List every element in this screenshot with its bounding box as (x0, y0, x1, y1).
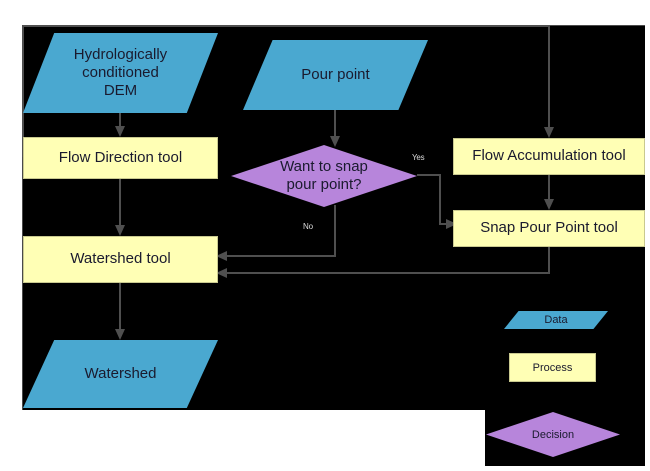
node-label: Snap Pour Point tool (480, 219, 618, 237)
legend-label: Data (544, 314, 568, 326)
legend-item-data: Data (504, 311, 608, 329)
node-watershed[interactable]: Watershed (23, 340, 218, 408)
node-flow-accumulation-tool[interactable]: Flow Accumulation tool (453, 138, 645, 175)
node-hydrologically-conditioned-dem[interactable]: Hydrologically conditioned DEM (23, 33, 218, 113)
edge-label-yes: Yes (412, 153, 425, 162)
node-label: Watershed (84, 364, 157, 382)
node-label: Want to snap pour point? (280, 157, 368, 193)
edge-label-no: No (303, 222, 313, 231)
node-label: Flow Direction tool (58, 148, 183, 166)
node-watershed-tool[interactable]: Watershed tool (23, 236, 218, 283)
node-snap-pour-point-tool[interactable]: Snap Pour Point tool (453, 210, 645, 247)
node-label: Pour point (301, 65, 370, 83)
legend-label: Decision (531, 428, 575, 441)
node-flow-direction-tool[interactable]: Flow Direction tool (23, 137, 218, 179)
legend-label: Process (532, 361, 573, 374)
node-label: Flow Accumulation tool (472, 147, 626, 165)
node-label: Watershed tool (70, 250, 171, 268)
node-label: Hydrologically conditioned DEM (73, 45, 168, 100)
legend-item-process: Process (509, 353, 596, 382)
node-pour-point[interactable]: Pour point (243, 40, 428, 110)
